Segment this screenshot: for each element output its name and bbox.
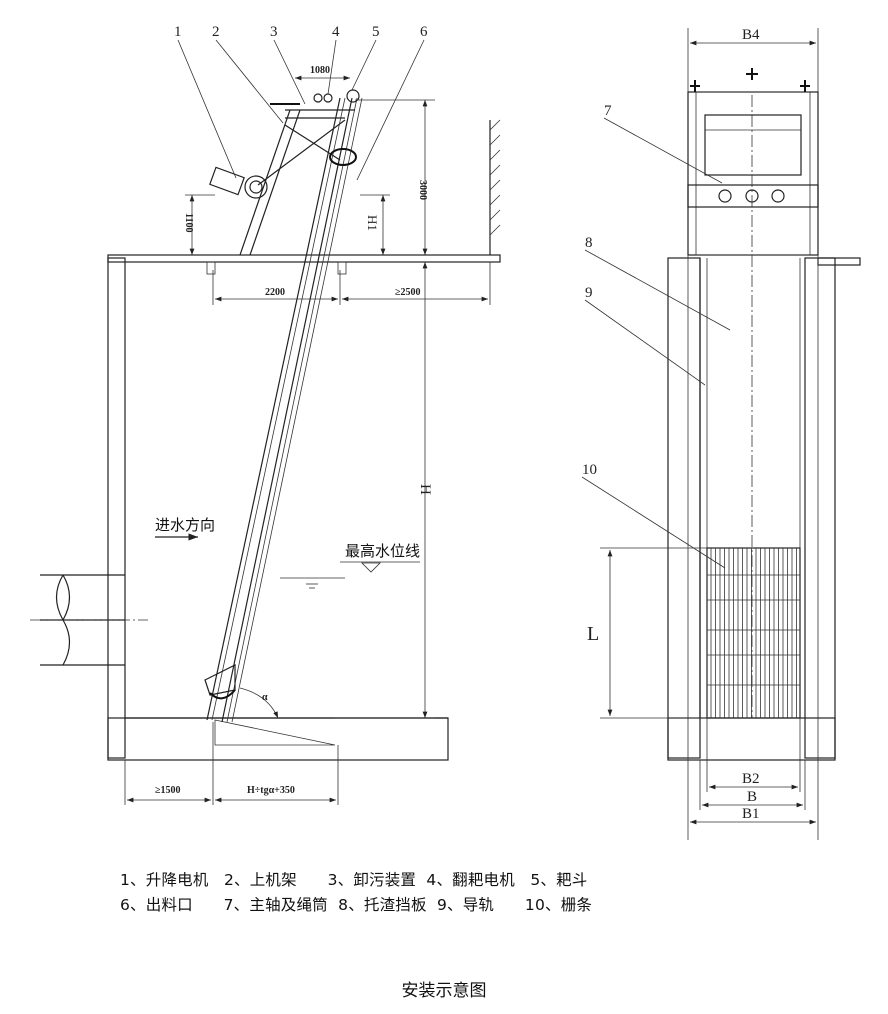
callout-4: 4 [332,24,340,40]
dim-2200: 2200 [265,287,285,298]
inclined-screen-frame [204,97,363,723]
figure-title: 安装示意图 [401,981,487,1001]
dim-1080: 1080 [310,65,330,76]
right-callouts: 7 8 9 10 [581,103,731,569]
callout-3: 3 [270,24,278,40]
right-dimensions: B4 L B2 B B1 [587,27,819,840]
dim-1100: 1100 [183,213,194,232]
left-callouts: 1 2 3 4 5 6 [174,24,428,181]
dim-h1: H1 [365,215,380,231]
dim-b1: B1 [742,806,760,822]
lifting-motor [209,166,268,199]
dim-b: B [747,789,757,805]
bar-screen [706,547,801,719]
dim-h: H [417,484,433,495]
callout-5: 5 [372,24,380,40]
dim-incline-run: H÷tgα+350 [247,785,295,796]
callout-2: 2 [212,24,220,40]
legend-line-2: 6、出料口 7、主轴及绳筒 8、托渣挡板 9、导轨 10、栅条 [120,896,593,914]
right-view-pit [667,95,861,761]
dim-2500: ≥2500 [395,287,421,298]
inflow-label: 进水方向 [155,516,215,534]
inflow-direction: 进水方向 [155,516,215,541]
callout-10: 10 [582,462,597,478]
left-dimensions: 1080 3000 1100 H1 2200 ≥2500 H ≥1500 H÷t… [124,65,491,805]
dim-b2: B2 [742,771,760,787]
dim-l: L [587,623,599,645]
dim-1500: ≥1500 [155,785,181,796]
callout-9: 9 [585,285,593,301]
left-view-pit [107,119,501,761]
callout-1: 1 [174,24,182,40]
callout-6: 6 [420,24,428,40]
angle-alpha: α [262,692,268,703]
water-level-label: 最高水位线 [345,542,420,560]
right-view-frame [687,68,819,256]
upper-frame [239,89,360,256]
water-level: 最高水位线 [280,542,420,589]
callout-7: 7 [604,103,612,119]
dim-b4: B4 [742,27,760,43]
water-level-icon [361,562,381,573]
inflow-pipe [30,574,150,666]
legend-line-1: 1、升降电机 2、上机架 3、卸污装置 4、翻耙电机 5、耙斗 [120,871,588,889]
callout-8: 8 [585,235,593,251]
dim-3000: 3000 [417,180,428,200]
